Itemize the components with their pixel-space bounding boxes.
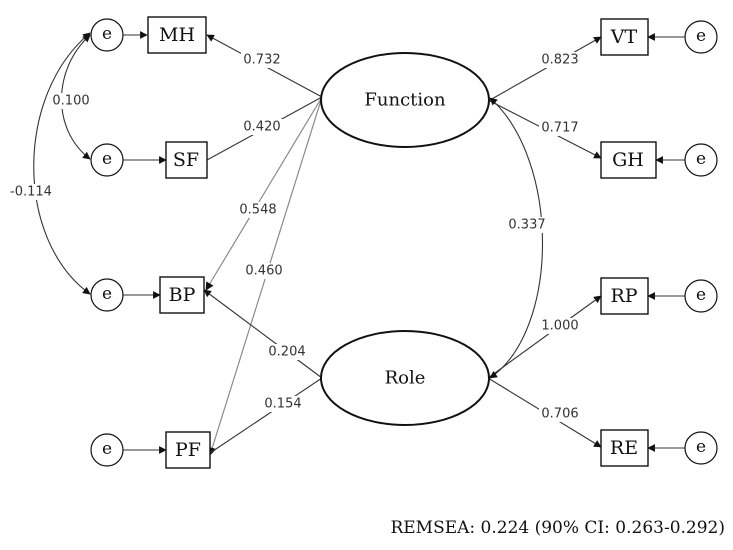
observed-rp-label: RP — [610, 285, 637, 307]
observed-bp-label: BP — [169, 284, 196, 306]
observed-mh: MH — [147, 16, 207, 54]
observed-gh-label: GH — [612, 149, 644, 171]
coef-e-mh-e-bp: -0.114 — [10, 185, 52, 200]
coef-role-pf: 0.154 — [264, 397, 301, 412]
path-role-rp — [487, 295, 602, 379]
error-sf-label: e — [102, 149, 112, 169]
error-pf-label: e — [102, 439, 112, 459]
error-rp: e — [684, 279, 718, 313]
coef-role-rp: 1.000 — [541, 319, 578, 334]
coef-function-mh: 0.732 — [243, 53, 280, 68]
coef-role-bp: 0.204 — [268, 345, 305, 360]
error-vt-label: e — [696, 26, 706, 46]
error-re-label: e — [696, 437, 706, 457]
observed-pf: PF — [165, 431, 211, 469]
observed-mh-label: MH — [159, 24, 195, 46]
fit-statistic-note: REMSEA: 0.224 (90% CI: 0.263-0.292) — [390, 518, 725, 538]
latent-role-label: Role — [385, 368, 426, 389]
error-rp-label: e — [696, 285, 706, 305]
error-re: e — [684, 431, 718, 465]
path-role-bp — [203, 289, 323, 379]
coef-function-pf: 0.460 — [245, 264, 282, 279]
observed-sf: SF — [165, 141, 208, 179]
latent-role: Role — [320, 330, 490, 426]
observed-gh: GH — [600, 141, 657, 179]
cov-e-mh-e-bp — [33, 32, 91, 295]
error-sf: e — [90, 143, 124, 177]
observed-sf-label: SF — [173, 149, 199, 171]
error-mh-label: e — [102, 24, 112, 44]
error-gh-label: e — [696, 149, 706, 169]
coef-e-mh-e-sf: 0.100 — [52, 94, 89, 109]
observed-re: RE — [600, 429, 649, 467]
cov-function-role — [489, 97, 543, 379]
observed-bp: BP — [159, 276, 205, 314]
error-gh: e — [684, 143, 718, 177]
coef-function-bp: 0.548 — [239, 203, 276, 218]
path-function-vt — [489, 36, 602, 101]
error-mh: e — [90, 18, 124, 52]
observed-vt-label: VT — [610, 26, 638, 48]
coef-function-vt: 0.823 — [541, 53, 578, 68]
error-bp-label: e — [102, 284, 112, 304]
observed-pf-label: PF — [175, 439, 201, 461]
coef-function-role: 0.337 — [508, 218, 545, 233]
error-vt: e — [684, 20, 718, 54]
coef-function-gh: 0.717 — [541, 121, 578, 136]
path-function-bp — [205, 96, 323, 291]
observed-rp: RP — [600, 277, 649, 315]
coef-function-sf: 0.420 — [243, 120, 280, 135]
path-role-pf — [209, 377, 323, 454]
error-bp: e — [90, 278, 124, 312]
latent-function-label: Function — [364, 90, 446, 111]
coef-role-re: 0.706 — [541, 407, 578, 422]
latent-function: Function — [320, 52, 490, 148]
observed-vt: VT — [600, 18, 649, 56]
observed-re-label: RE — [610, 437, 638, 459]
error-pf: e — [90, 433, 124, 467]
